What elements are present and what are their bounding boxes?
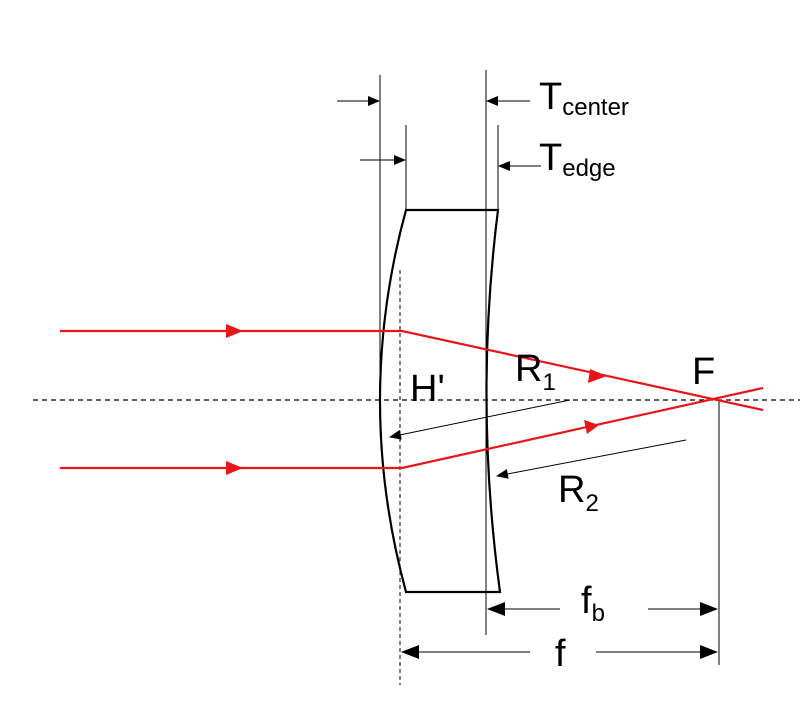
r2-label: R2 [558,469,599,517]
h-prime-label: H' [410,368,445,410]
t-edge-label: Tedge [539,137,616,182]
focal-length-label: f [555,633,566,675]
r1-label: R1 [515,348,556,396]
fb-label: fb [581,580,605,627]
focal-point-label: F [692,351,715,393]
lower-ray [60,386,764,475]
lens-outline [378,208,502,594]
r1-arrow [389,399,571,440]
upper-ray [60,324,764,412]
t-center-label: Tcenter [539,76,629,121]
r2-arrow [496,439,687,479]
